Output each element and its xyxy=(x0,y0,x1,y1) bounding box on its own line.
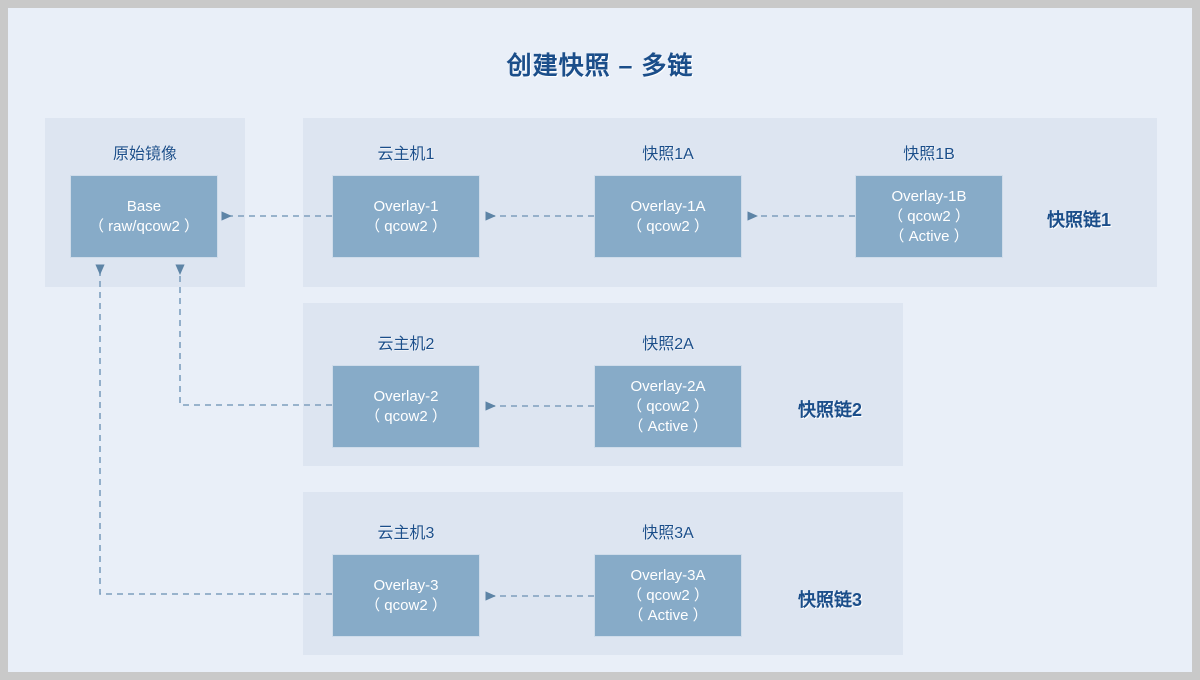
node-overlay-3[interactable]: Overlay-3 （ qcow2 ） xyxy=(332,554,480,637)
node-overlay-2a[interactable]: Overlay-2A （ qcow2 ） （ Active ） xyxy=(594,365,742,448)
node-overlay-2a-line1: Overlay-2A xyxy=(630,377,706,395)
node-overlay-3-line2: （ qcow2 ） xyxy=(365,596,447,614)
column-header-vm-2: 云主机2 xyxy=(377,336,435,353)
column-header-original-image: 原始镜像 xyxy=(112,146,177,163)
node-overlay-3a-line3: （ Active ） xyxy=(628,606,708,624)
chain-label-2: 快照链2 xyxy=(798,400,863,420)
chain-label-3: 快照链3 xyxy=(798,590,863,610)
page-title: 创建快照 – 多链 xyxy=(506,52,694,80)
node-overlay-3a-line1: Overlay-3A xyxy=(630,566,706,584)
node-overlay-1-line1: Overlay-1 xyxy=(373,197,439,215)
node-overlay-1a-line2: （ qcow2 ） xyxy=(627,217,709,235)
column-header-snapshot-3a: 快照3A xyxy=(642,525,694,542)
link-overlay3-to-base xyxy=(95,264,332,595)
node-overlay-2-line1: Overlay-2 xyxy=(373,387,439,405)
diagram-canvas: 创建快照 – 多链 xyxy=(8,8,1192,672)
node-overlay-1a[interactable]: Overlay-1A （ qcow2 ） xyxy=(594,175,742,258)
column-header-vm-1: 云主机1 xyxy=(377,146,435,163)
chain-label-1: 快照链1 xyxy=(1047,210,1112,230)
node-overlay-1b[interactable]: Overlay-1B （ qcow2 ） （ Active ） xyxy=(855,175,1003,258)
node-overlay-2a-line2: （ qcow2 ） xyxy=(627,397,709,415)
node-overlay-1-line2: （ qcow2 ） xyxy=(365,217,447,235)
node-base[interactable]: Base （ raw/qcow2 ） xyxy=(70,175,218,258)
node-base-line2: （ raw/qcow2 ） xyxy=(88,217,200,235)
node-overlay-1[interactable]: Overlay-1 （ qcow2 ） xyxy=(332,175,480,258)
node-overlay-1b-line2: （ qcow2 ） xyxy=(888,207,970,225)
node-base-line1: Base xyxy=(126,197,162,215)
column-header-snapshot-2a: 快照2A xyxy=(642,336,694,353)
node-overlay-1b-line3: （ Active ） xyxy=(889,227,969,245)
node-overlay-2[interactable]: Overlay-2 （ qcow2 ） xyxy=(332,365,480,448)
node-overlay-1a-line1: Overlay-1A xyxy=(630,197,706,215)
column-header-snapshot-1b: 快照1B xyxy=(903,146,955,163)
node-overlay-2a-line3: （ Active ） xyxy=(628,417,708,435)
column-header-snapshot-1a: 快照1A xyxy=(642,146,694,163)
node-overlay-3a-line2: （ qcow2 ） xyxy=(627,586,709,604)
node-overlay-3-line1: Overlay-3 xyxy=(373,576,439,594)
node-overlay-3a[interactable]: Overlay-3A （ qcow2 ） （ Active ） xyxy=(594,554,742,637)
node-overlay-2-line2: （ qcow2 ） xyxy=(365,407,447,425)
column-header-vm-3: 云主机3 xyxy=(377,525,435,542)
node-overlay-1b-line1: Overlay-1B xyxy=(891,187,967,205)
